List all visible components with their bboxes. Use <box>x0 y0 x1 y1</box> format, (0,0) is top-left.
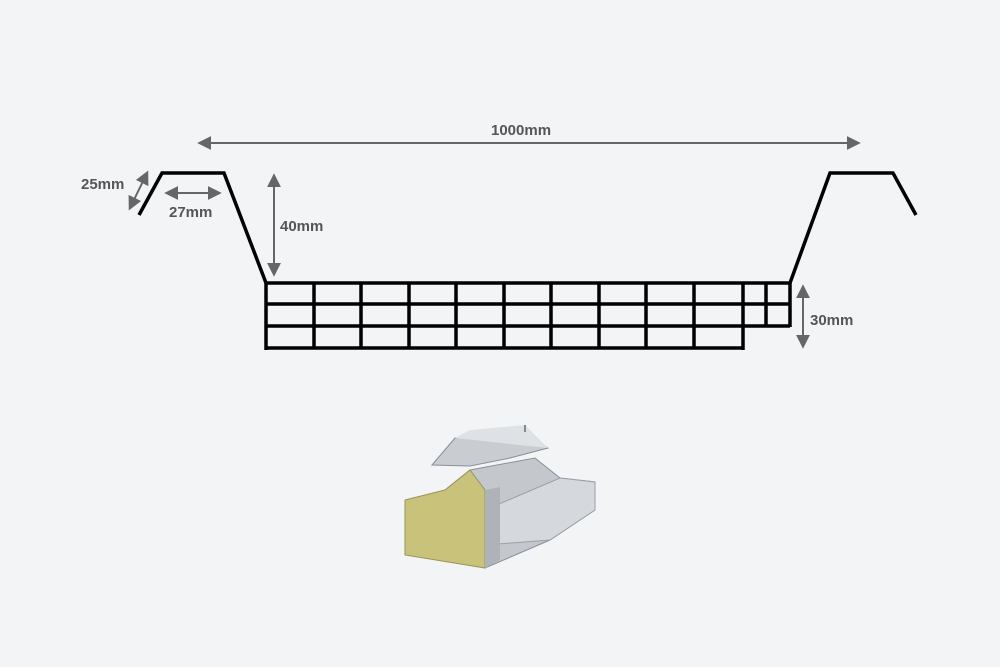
flange-top-label: 27mm <box>169 204 213 221</box>
flange-slope-label: 25mm <box>81 176 125 193</box>
product-render <box>404 425 596 569</box>
width-dimension-label: 1000mm <box>491 122 552 139</box>
polycarbonate-panel-grid <box>264 283 792 350</box>
flange-slope-arrow <box>128 170 149 211</box>
upstand-height-label: 40mm <box>280 218 324 235</box>
left-profile-edge <box>137 171 918 285</box>
panel-thickness-label: 30mm <box>810 312 854 329</box>
